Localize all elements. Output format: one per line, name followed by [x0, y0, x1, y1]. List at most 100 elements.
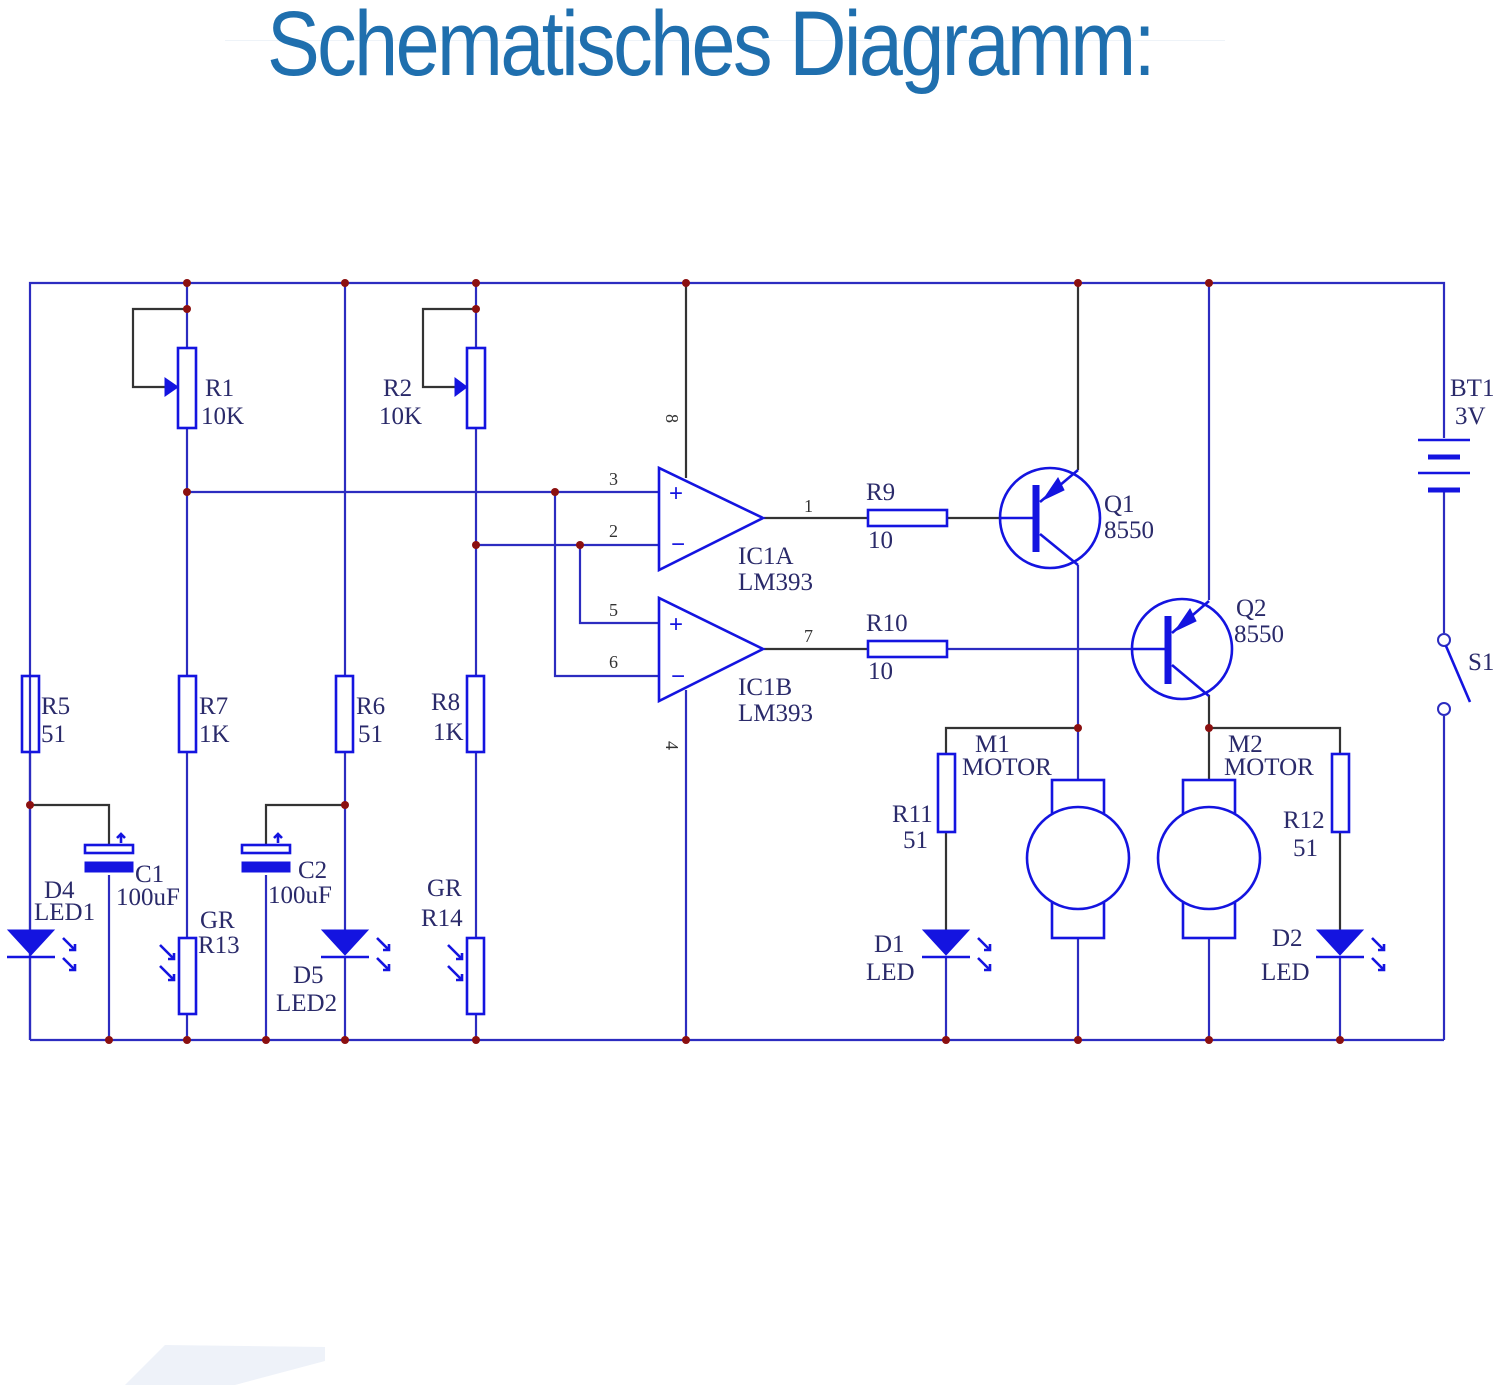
label-r11-value: 51: [903, 827, 928, 854]
resistor-r12: R12 51: [1283, 752, 1351, 862]
plus-icon: +: [669, 611, 683, 638]
resistor-body: [866, 639, 949, 659]
label-d4-value: LED1: [34, 899, 95, 926]
polarity-plus-icon: [116, 832, 126, 843]
resistor-r7: R7 1K: [177, 674, 230, 754]
resistor-r11: R11 51: [892, 752, 957, 854]
label-r10-value: 10: [868, 658, 893, 685]
label-m1-ref: M1: [975, 731, 1010, 758]
label-m2-value: MOTOR: [1224, 754, 1314, 781]
label-c2-ref: C2: [298, 857, 327, 884]
label-q2-value: 8550: [1234, 621, 1284, 648]
resistor-body: [176, 346, 198, 430]
label-s1-ref: S1: [1468, 649, 1494, 676]
minus-icon: −: [671, 663, 685, 690]
label-d1-value: LED: [866, 959, 915, 986]
resistor-body: [334, 674, 355, 754]
junction-dot: [1336, 1036, 1344, 1044]
label-d1-ref: D1: [874, 931, 905, 958]
label-r5-value: 51: [41, 721, 66, 748]
resistor-r8: R8 1K: [431, 674, 486, 754]
capacitor-plate-positive: [83, 843, 135, 855]
resistor-body: [177, 936, 198, 1016]
label-r5-ref: R5: [41, 693, 70, 720]
wiper-arrow-icon: [164, 377, 179, 397]
label-d5-value: LED2: [276, 990, 337, 1017]
label-q1-ref: Q1: [1104, 491, 1135, 518]
label-r8-value: 1K: [433, 719, 464, 746]
light-emission-icon: [62, 937, 77, 972]
pin-4: 4: [662, 741, 682, 750]
junction-dot: [551, 488, 559, 496]
label-r13-type: GR: [200, 907, 235, 934]
label-r10-ref: R10: [866, 610, 908, 637]
label-r7-value: 1K: [199, 721, 230, 748]
light-emission-icon: [1371, 937, 1386, 972]
label-m2-ref: M2: [1228, 731, 1263, 758]
label-r14-ref: R14: [421, 905, 463, 932]
label-bt1-ref: BT1: [1450, 375, 1494, 402]
label-c2-value: 100uF: [268, 882, 332, 909]
junction-dot: [1205, 279, 1213, 287]
led-d5: D5 LED2: [276, 929, 391, 1017]
junction-dot: [682, 1036, 690, 1044]
label-r14-type: GR: [427, 875, 462, 902]
label-r1-ref: R1: [205, 375, 234, 402]
light-emission-icon: [977, 937, 992, 972]
switch-terminal: [1437, 702, 1451, 716]
light-sensor-arrows-icon: [447, 944, 464, 982]
label-ic1a-ref: IC1A: [738, 543, 794, 570]
capacitor-plate-positive: [240, 843, 292, 855]
emitter-arrow-icon: [1041, 477, 1065, 502]
label-d2-value: LED: [1261, 959, 1310, 986]
label-m1-value: MOTOR: [962, 754, 1052, 781]
resistor-body: [936, 752, 957, 834]
junction-dot: [682, 279, 690, 287]
comparator-triangle: [657, 595, 766, 704]
resistor-body: [177, 674, 198, 754]
label-d5-ref: D5: [293, 962, 324, 989]
capacitor-c1: C1 100uF: [83, 832, 180, 911]
label-ic1b-ref: IC1B: [738, 674, 792, 701]
photoresistor-r13: GR R13: [159, 907, 240, 1016]
pin-6: 6: [609, 652, 618, 672]
light-sensor-arrows-icon: [159, 944, 176, 982]
junction-dot: [472, 541, 480, 549]
junction-dot: [341, 1036, 349, 1044]
capacitor-plate-negative: [241, 861, 291, 873]
diode-triangle: [1315, 929, 1365, 956]
junction-dot: [183, 488, 191, 496]
resistor-r9: R9 10: [866, 479, 949, 554]
junction-dot: [1205, 1036, 1213, 1044]
resistor-body: [20, 674, 41, 754]
label-q2-ref: Q2: [1236, 595, 1267, 622]
label-r9-ref: R9: [866, 479, 895, 506]
junction-dot: [1074, 1036, 1082, 1044]
resistor-body: [465, 346, 487, 430]
pin-3: 3: [609, 469, 618, 489]
resistor-r5: R5 51: [20, 674, 70, 754]
switch-s1[interactable]: S1: [1437, 633, 1494, 716]
junction-dot: [183, 279, 191, 287]
junction-dot: [262, 1036, 270, 1044]
junction-dot: [942, 1036, 950, 1044]
label-r9-value: 10: [868, 527, 893, 554]
potentiometer-r2: R2 10K: [379, 346, 487, 430]
plus-icon: +: [669, 480, 683, 507]
battery-bt1: BT1 3V: [1418, 375, 1494, 493]
resistor-body: [465, 936, 486, 1016]
label-r13-ref: R13: [198, 932, 240, 959]
label-r2-value: 10K: [379, 403, 422, 430]
junction-dot: [183, 1036, 191, 1044]
wires: [28, 281, 1446, 1042]
switch-terminal: [1437, 633, 1451, 647]
switch-lever[interactable]: [1444, 645, 1472, 703]
label-r6-ref: R6: [356, 693, 385, 720]
junction-dot: [105, 1036, 113, 1044]
motor-circle: [1156, 805, 1262, 911]
junction-dot: [1205, 724, 1213, 732]
pin-1: 1: [804, 496, 813, 516]
motor-m1: M1 MOTOR: [962, 731, 1131, 940]
title-underline: [225, 40, 1225, 41]
